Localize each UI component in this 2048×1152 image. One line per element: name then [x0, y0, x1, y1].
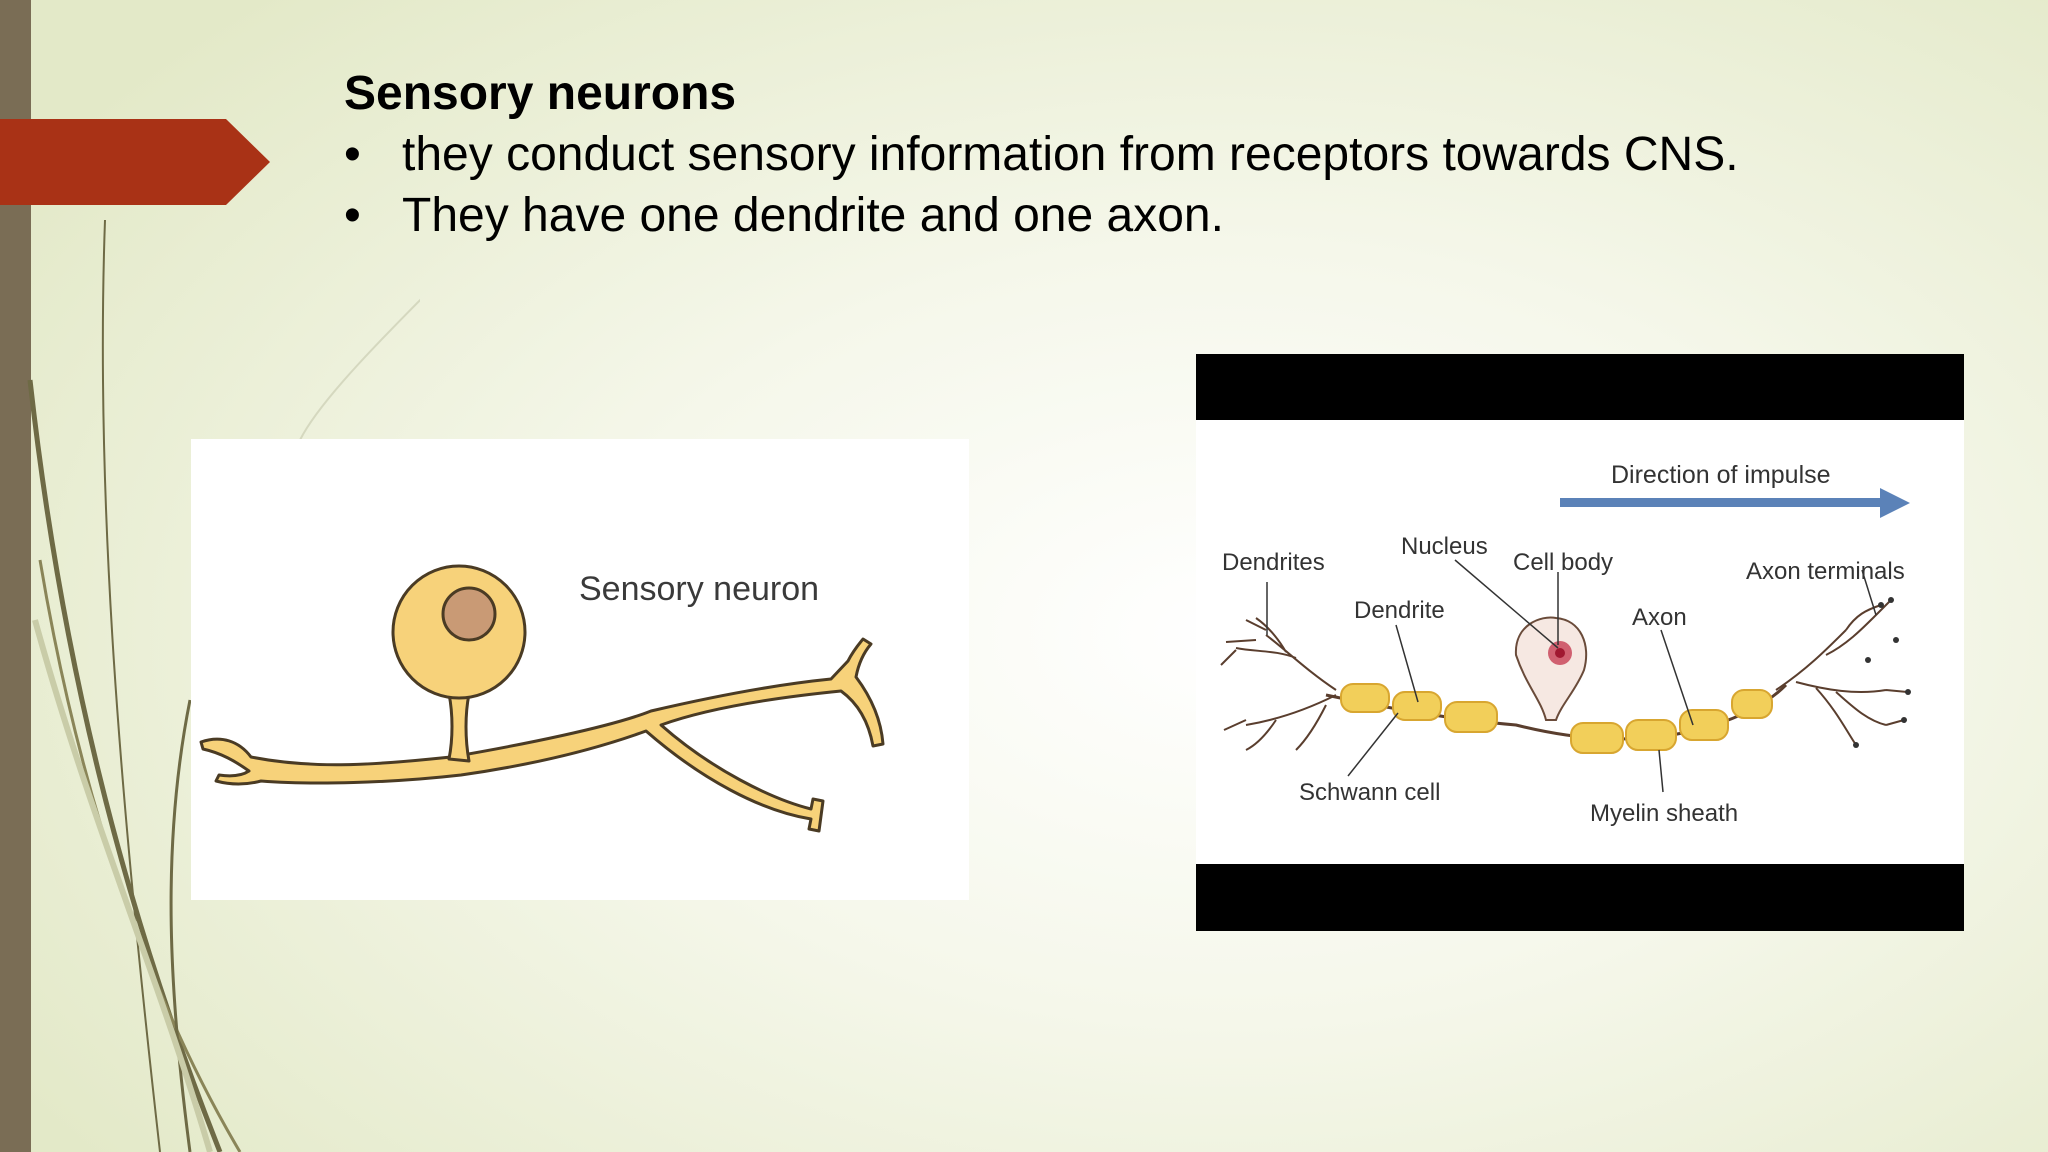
direction-label: Direction of impulse — [1611, 461, 1831, 489]
label-cell-body: Cell body — [1513, 549, 1613, 576]
leader-lines — [1266, 559, 1877, 793]
bullet-item: • They have one dendrite and one axon. — [344, 185, 1739, 246]
text-block: Sensory neurons • they conduct sensory i… — [344, 64, 1739, 246]
accent-arrow-shape — [0, 119, 270, 205]
myelin-segments — [1340, 683, 1773, 754]
bullet-text: They have one dendrite and one axon. — [402, 189, 1224, 242]
axon-terminals-branches — [1775, 599, 1909, 746]
figure-label: Sensory neuron — [579, 570, 819, 608]
label-nucleus: Nucleus — [1401, 533, 1488, 560]
label-axon: Axon — [1632, 604, 1687, 631]
dendrites-branches — [1220, 617, 1337, 751]
label-axon-terminals: Axon terminals — [1746, 558, 1905, 585]
figure-canvas: Direction of impulse — [1196, 420, 1964, 864]
label-dendrites: Dendrites — [1222, 549, 1325, 576]
bullet-symbol: • — [344, 128, 361, 181]
label-dendrite: Dendrite — [1354, 597, 1445, 624]
nucleus-shape — [441, 586, 497, 642]
terminal-dots — [1853, 597, 1911, 748]
cell-body-shape — [1514, 616, 1588, 721]
sensory-neuron-figure: Sensory neuron — [191, 439, 969, 900]
bullet-item: • they conduct sensory information from … — [344, 124, 1739, 185]
neuron-anatomy-figure: Direction of impulse — [1196, 354, 1964, 931]
label-myelin-sheath: Myelin sheath — [1590, 800, 1738, 827]
bullet-text: they conduct sensory information from re… — [402, 128, 1739, 181]
direction-arrow-icon — [1560, 488, 1910, 518]
label-schwann-cell: Schwann cell — [1299, 779, 1440, 806]
decorative-grass-lines — [27, 219, 420, 1152]
slide-title: Sensory neurons — [344, 67, 737, 120]
bullet-symbol: • — [344, 189, 361, 242]
